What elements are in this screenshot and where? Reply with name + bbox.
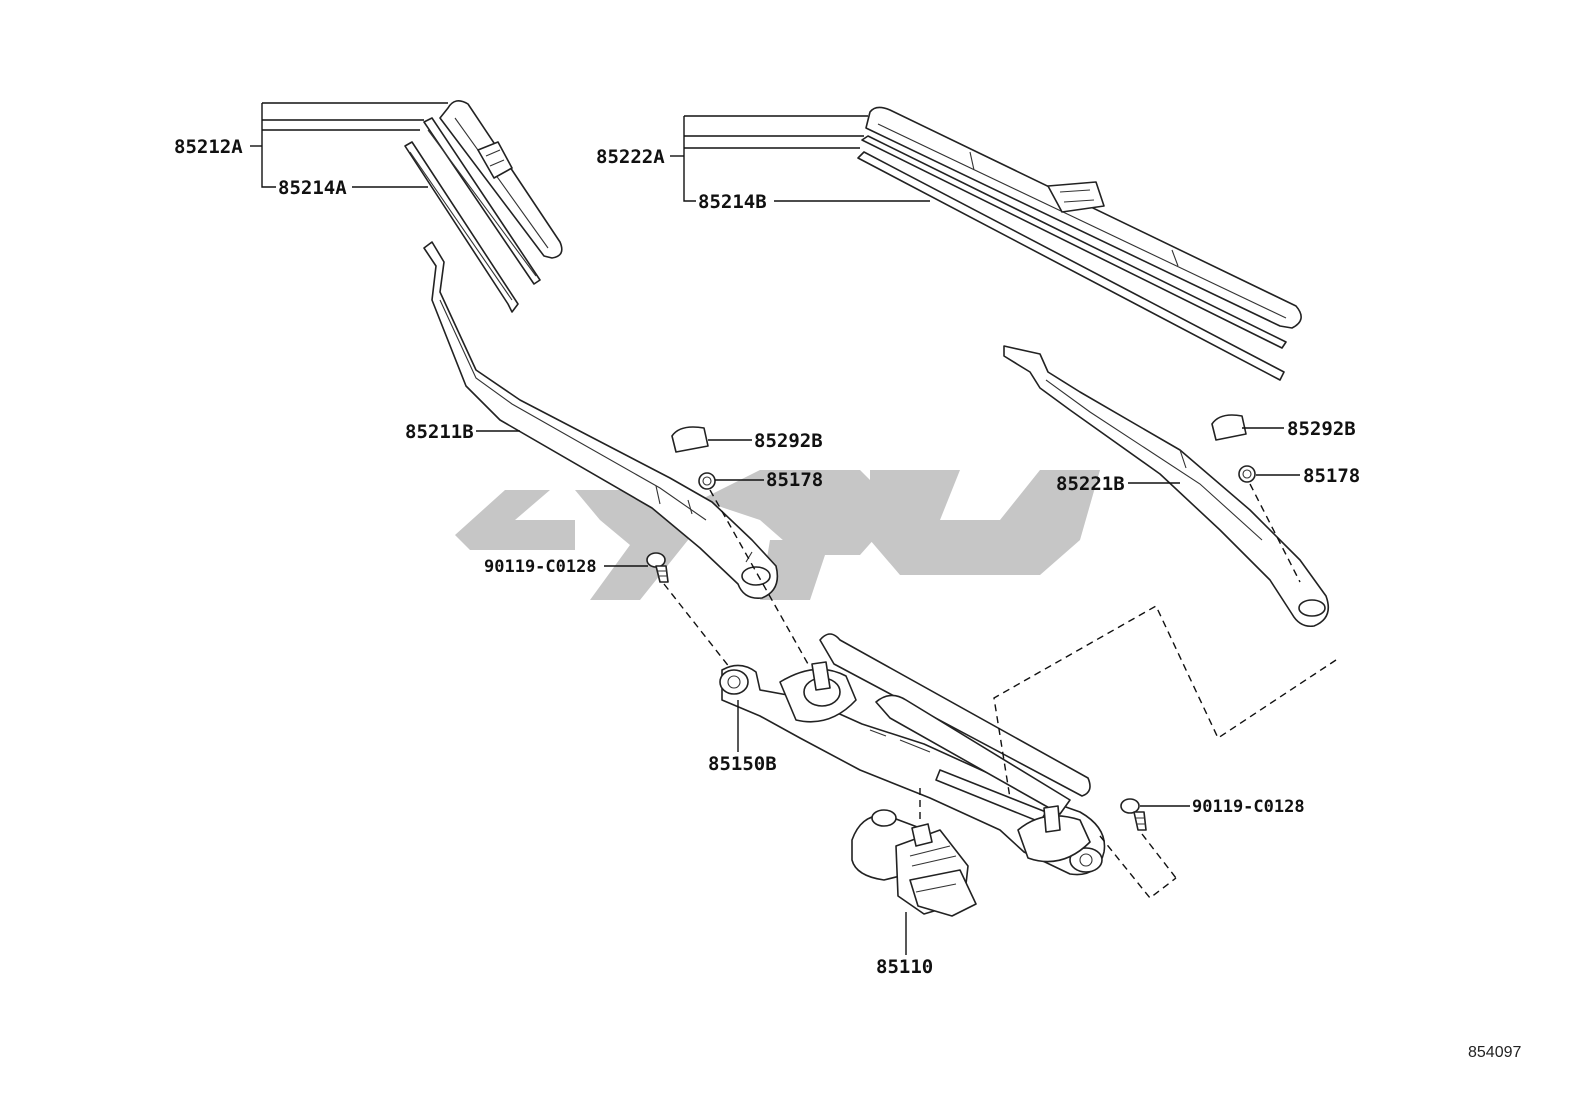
right-wiper-blade [857, 106, 1302, 381]
left-arm-nut [698, 472, 716, 490]
label-85221B: 85221B [1056, 473, 1125, 495]
label-90119-C0128-left: 90119-C0128 [484, 557, 597, 577]
label-85150B: 85150B [708, 753, 777, 775]
right-wiper-arm [1003, 345, 1330, 628]
label-85178-left: 85178 [766, 469, 823, 491]
left-wiper-refill [404, 141, 519, 313]
label-90119-C0128-right: 90119-C0128 [1192, 797, 1305, 817]
left-bolt [646, 552, 669, 583]
left-wiper-arm [423, 241, 779, 600]
label-85222A: 85222A [596, 146, 665, 168]
label-85292B-left: 85292B [754, 430, 823, 452]
label-85110: 85110 [876, 956, 933, 978]
diagram-reference-number: 854097 [1468, 1044, 1521, 1061]
label-85211B: 85211B [405, 421, 474, 443]
right-arm-nut [1238, 465, 1256, 483]
right-bolt [1120, 798, 1147, 831]
left-wiper-blade [423, 100, 563, 285]
left-arm-cap [671, 426, 709, 453]
leader-lines [250, 102, 1300, 955]
label-85212A: 85212A [174, 136, 243, 158]
watermark-logo [455, 470, 1100, 600]
label-85178-right: 85178 [1303, 465, 1360, 487]
label-85214A: 85214A [278, 177, 347, 199]
label-85214B: 85214B [698, 191, 767, 213]
right-arm-cap [1211, 414, 1247, 441]
assembly-dashed-lines [663, 483, 1337, 899]
wiper-linkage [719, 633, 1106, 876]
label-85292B-right: 85292B [1287, 418, 1356, 440]
wiper-motor [851, 809, 977, 917]
